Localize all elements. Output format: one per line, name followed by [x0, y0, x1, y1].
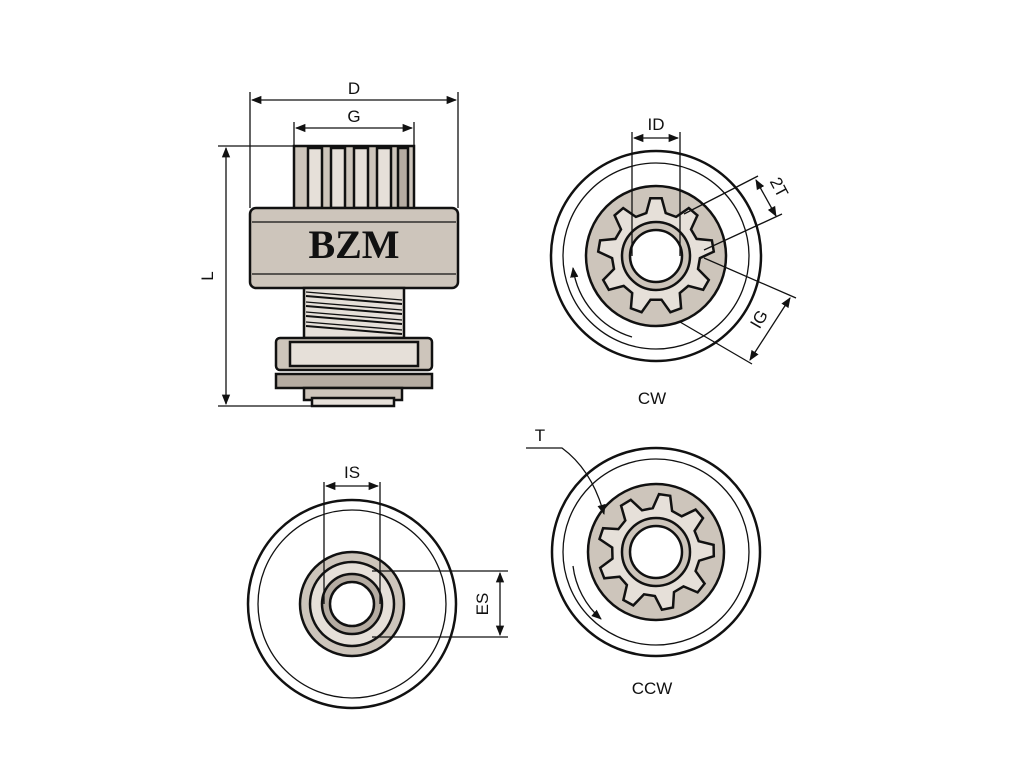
cw-rotation-arrow [570, 266, 633, 338]
ccw-front-view: T CCW [526, 426, 762, 698]
dimension-ig-line [749, 297, 791, 361]
rear-view: IS ES [246, 463, 508, 710]
dimension-is-label: IS [344, 463, 360, 482]
cw-front-view: ID 2T IG CW [549, 115, 797, 408]
pinion-teeth [292, 144, 416, 212]
dimension-l-label: L [198, 271, 217, 280]
spring [302, 286, 406, 340]
dimension-t-label: T [535, 426, 545, 445]
side-view: BZM D G L [198, 79, 460, 408]
dimension-t-leader [526, 447, 606, 516]
ccw-caption: CCW [632, 679, 673, 698]
dimension-es-label: ES [473, 593, 492, 616]
dimension-id-label: ID [648, 115, 665, 134]
dimension-ig-label: IG [747, 307, 772, 332]
dimension-g-label: G [347, 107, 360, 126]
dimension-2t-label: 2T [766, 174, 792, 200]
dimension-d-label: D [348, 79, 360, 98]
brand-label: BZM [308, 222, 399, 267]
ccw-rotation-arrow [572, 565, 602, 620]
cw-caption: CW [638, 389, 666, 408]
dimension-2t-line [755, 179, 777, 217]
